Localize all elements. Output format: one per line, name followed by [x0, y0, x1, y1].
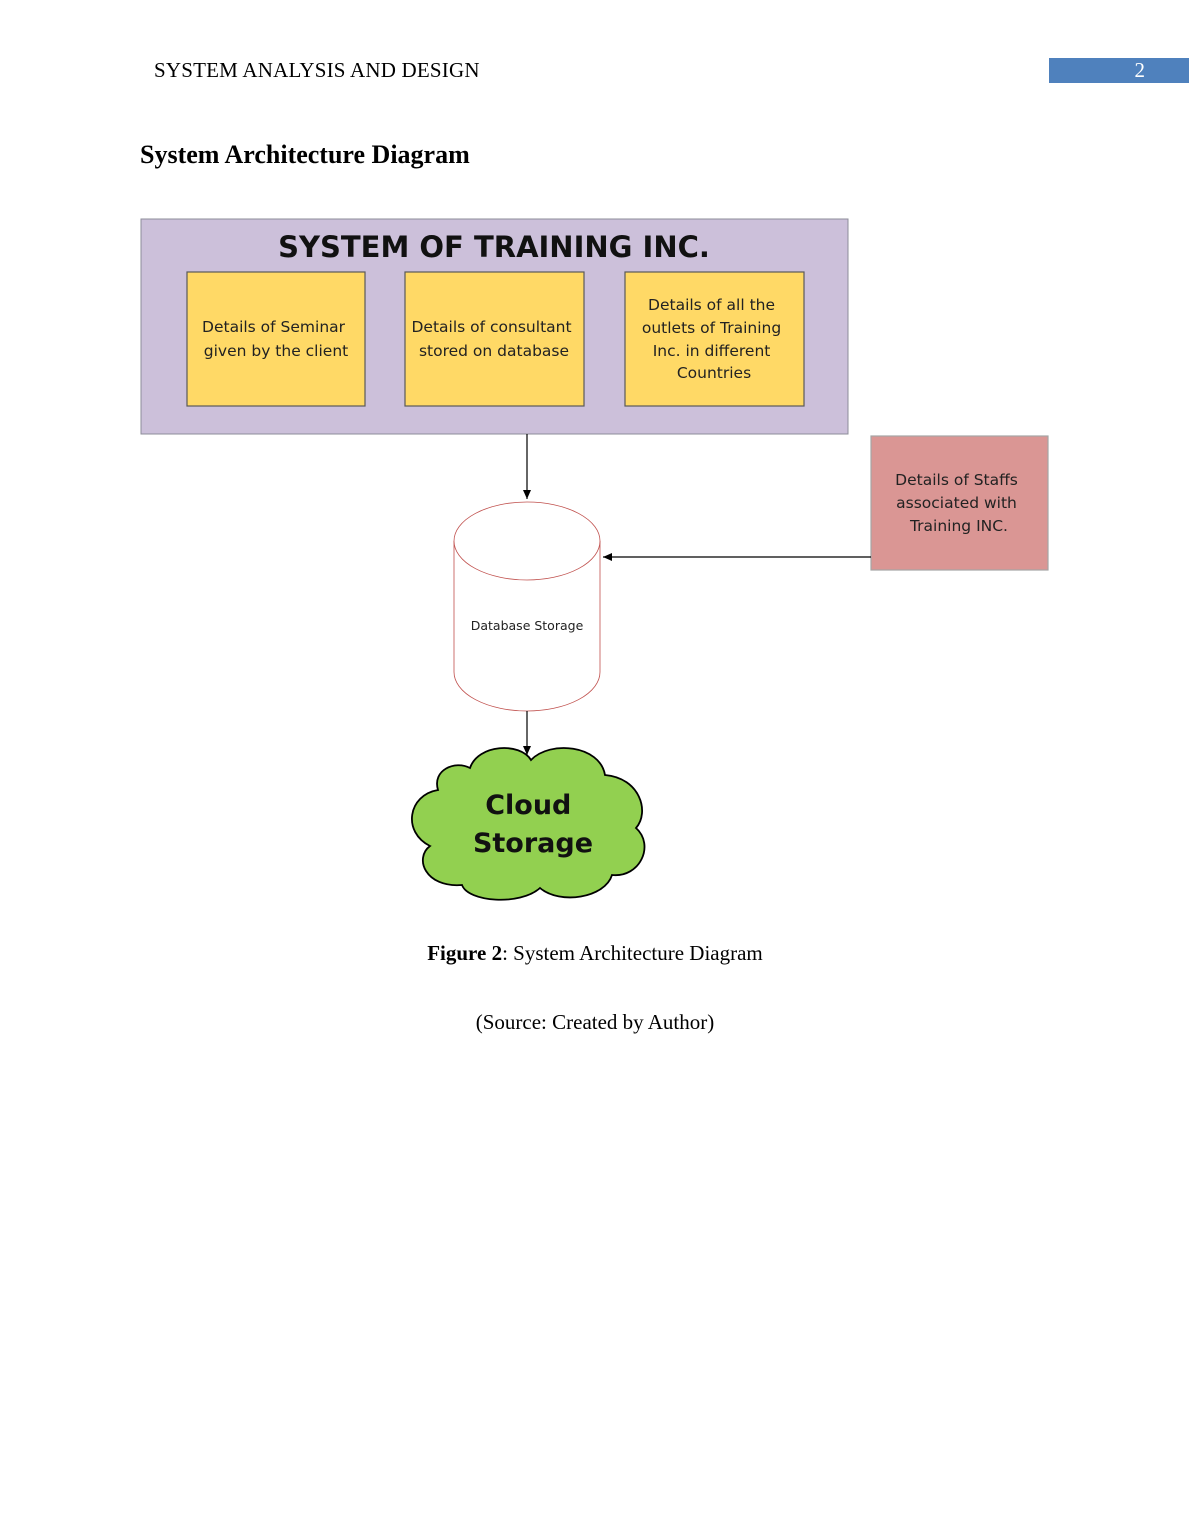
- cloud-shape: [411, 747, 646, 901]
- consultant-details-line-1: Details of consultant: [412, 318, 572, 336]
- page-number: 2: [1049, 58, 1189, 83]
- outlets-details-line-3: Inc. in different: [653, 342, 771, 360]
- system-box-title: SYSTEM OF TRAINING INC.: [278, 230, 710, 264]
- staff-details-line-3: Training INC.: [909, 517, 1008, 535]
- figure-source: (Source: Created by Author): [475, 1010, 715, 1034]
- staff-details-line-1: Details of Staffs: [895, 471, 1018, 489]
- outlets-details-box: [624, 271, 805, 407]
- svg-text:Details of Seminar given b: Details of Seminar given by the client: [202, 318, 350, 360]
- running-head: SYSTEM ANALYSIS AND DESIGN: [154, 58, 480, 82]
- seminar-details-box: [186, 271, 366, 407]
- outlets-details-line-1: Details of all the: [648, 296, 775, 314]
- staff-details-line-2: associated with: [896, 494, 1017, 512]
- consultant-details-box: [404, 271, 585, 407]
- figure-caption: Figure 2: System Architecture Diagram: [0, 941, 1190, 966]
- svg-text:Details of Staffs associat: Details of Staffs associated with Traini…: [895, 471, 1023, 535]
- svg-text:Cloud Storage: Cloud Storage: [473, 790, 593, 859]
- cloud-label-line-2: Storage: [473, 828, 593, 859]
- consultant-details-line-2: stored on database: [419, 342, 569, 360]
- database-label: Database Storage: [471, 618, 584, 633]
- outlets-details-line-4: Countries: [677, 364, 751, 382]
- svg-text:Details of consultant stor: Details of consultant stored on database: [412, 318, 577, 360]
- seminar-details-line-1: Details of Seminar: [202, 318, 346, 336]
- seminar-details-line-2: given by the client: [204, 342, 348, 360]
- staff-details-box: [870, 435, 1049, 571]
- figure-caption-text: : System Architecture Diagram: [502, 941, 763, 965]
- database-cylinder: [453, 501, 601, 712]
- outlets-details-line-2: outlets of Training: [642, 319, 781, 337]
- cloud-label-line-1: Cloud: [485, 790, 571, 821]
- section-title: System Architecture Diagram: [140, 140, 470, 169]
- svg-text:Details of all the outlets: Details of all the outlets of Training I…: [642, 296, 786, 382]
- figure-label: Figure 2: [427, 941, 503, 965]
